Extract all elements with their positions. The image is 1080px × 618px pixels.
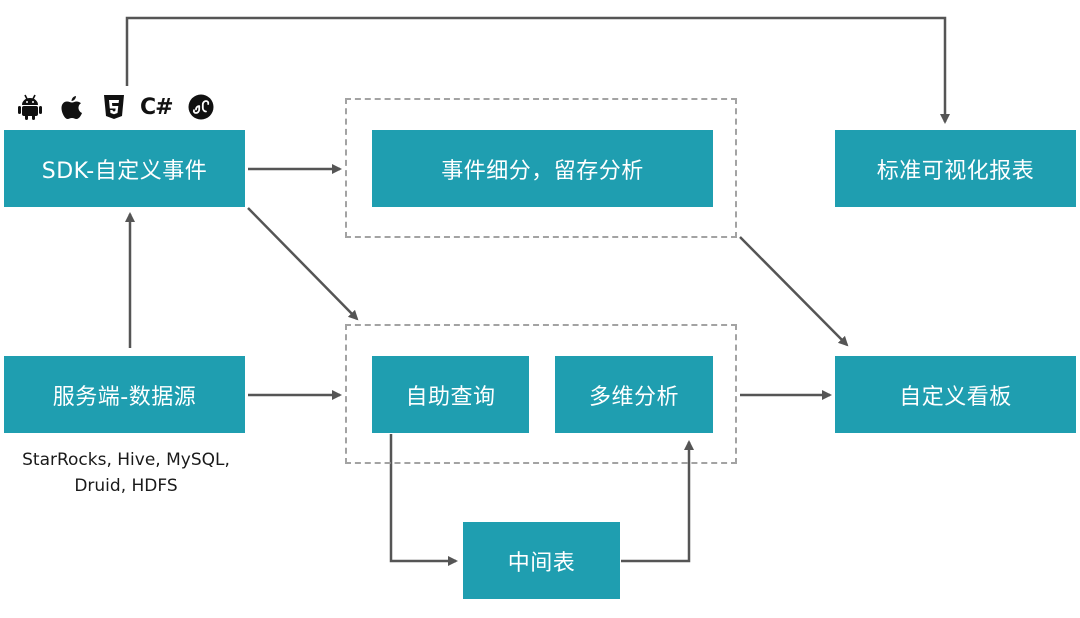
arrow-intermediate-to-multi-dim <box>621 440 694 563</box>
sdk-platform-icons: C# <box>16 92 215 122</box>
multi-dim-analysis-box: 多维分析 <box>555 356 713 433</box>
arrow-self-query-to-intermediate <box>389 434 458 566</box>
multi-dim-analysis-label: 多维分析 <box>588 384 679 410</box>
arrow-sdk-to-query-group <box>247 207 359 321</box>
html5-icon <box>100 93 128 121</box>
data-source-line-2: Druid, HDFS <box>74 476 178 496</box>
event-breakdown-label: 事件细分，留存分析 <box>441 158 644 184</box>
server-data-source-box: 服务端-数据源 <box>4 356 245 433</box>
sdk-custom-events-label: SDK-自定义事件 <box>41 158 208 184</box>
standard-reports-label: 标准可视化报表 <box>876 158 1035 184</box>
csharp-icon: C# <box>140 94 174 120</box>
mini-program-icon <box>187 93 215 121</box>
event-breakdown-box: 事件细分，留存分析 <box>372 130 713 207</box>
custom-dashboard-box: 自定义看板 <box>835 356 1076 433</box>
arrow-sdk-to-standard-reports <box>125 16 950 124</box>
data-source-line-1: StarRocks, Hive, MySQL, <box>22 450 230 470</box>
sdk-custom-events-box: SDK-自定义事件 <box>4 130 245 207</box>
event-analysis-group <box>345 98 737 238</box>
intermediate-table-box: 中间表 <box>463 522 620 599</box>
query-analysis-group <box>345 324 737 464</box>
self-query-label: 自助查询 <box>405 384 496 410</box>
standard-reports-box: 标准可视化报表 <box>835 130 1076 207</box>
server-data-source-label: 服务端-数据源 <box>52 384 197 410</box>
arrow-event-breakdown-to-dashboard <box>739 236 849 347</box>
intermediate-table-label: 中间表 <box>507 550 576 576</box>
apple-icon <box>58 93 86 121</box>
data-source-list: StarRocks, Hive, MySQL, Druid, HDFS <box>0 447 252 499</box>
custom-dashboard-label: 自定义看板 <box>899 384 1012 410</box>
android-icon <box>16 93 44 121</box>
self-query-box: 自助查询 <box>372 356 529 433</box>
